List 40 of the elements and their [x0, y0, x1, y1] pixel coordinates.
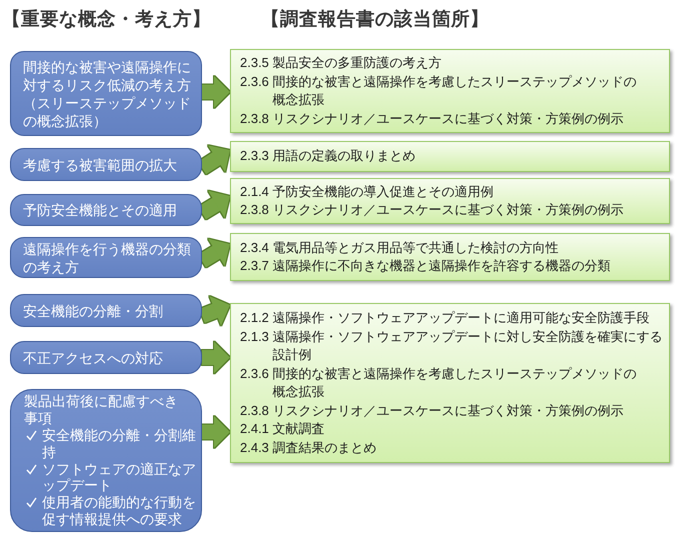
concept-box — [10, 389, 202, 532]
section-reference: 2.3.8 リスクシナリオ／ユースケースに基づく対策・方策例の例示 — [240, 201, 625, 219]
section-reference: 2.3.5 製品安全の多重防護の考え方 — [240, 54, 443, 72]
concept-box — [10, 51, 202, 136]
concept-text: 遠隔操作を行う機器の分類の考え方 — [23, 240, 192, 276]
list-item-text: 安全機能の分離・分割維持 — [42, 426, 197, 460]
concept-text: 間接的な被害や遠隔操作に対するリスク低減の考え方（スリーステップメソッドの概念拡張） — [23, 58, 192, 130]
section-reference: 2.4.3 調査結果のまとめ — [240, 438, 378, 456]
section-reference: 2.3.4 電気用品等とガス用品等で共通した検討の方向性 — [240, 238, 560, 256]
block-arrow — [202, 76, 230, 108]
section-reference: 2.3.8 リスクシナリオ／ユースケースに基づく対策・方策例の例示 — [240, 402, 625, 420]
section-reference: 2.3.3 用語の定義の取りまとめ — [240, 147, 417, 166]
concept-box — [10, 341, 202, 374]
section-reference: 2.3.6 間接的な被害と遠隔操作を考慮したスリーステップメソッドの概念拡張 — [240, 364, 638, 401]
section-reference: 2.1.3 遠隔操作・ソフトウェアアップデートに対し安全防護を確実にする設計例 — [240, 328, 664, 364]
concept-box — [10, 237, 202, 278]
section-reference: 2.3.7 遠隔操作に不向きな機器と遠隔操作を許容する機器の分類 — [240, 257, 612, 275]
block-arrow — [202, 416, 230, 448]
section-reference: 2.3.6 間接的な被害と遠隔操作を考慮したスリーステップメソッドの概念拡張 — [240, 72, 638, 109]
list-heading: 製品出荷後に配慮すべき事項 — [24, 393, 179, 427]
concept-text: 不正アクセスへの対応 — [23, 348, 164, 366]
reference-box — [230, 49, 670, 133]
section-reference: 2.4.1 文献調査 — [240, 420, 326, 438]
reference-box — [230, 303, 670, 463]
concept-text: 安全機能の分離・分割 — [23, 302, 164, 320]
concept-box — [10, 194, 202, 226]
reference-box — [230, 141, 670, 172]
list-item-text: ソフトウェアの適正なアップデート — [42, 460, 197, 494]
reference-box — [230, 233, 670, 281]
list-item-text: 使用者の能動的な行動を促す情報提供への要求 — [42, 494, 197, 528]
column-heading: 【重要な概念・考え方】 — [2, 8, 211, 30]
section-reference: 2.1.2 遠隔操作・ソフトウェアアップデートに適用可能な安全防護手段 — [240, 309, 651, 327]
concept-box — [10, 294, 202, 327]
concept-text: 考慮する被害範囲の拡大 — [23, 156, 178, 174]
section-reference: 2.3.8 リスクシナリオ／ユースケースに基づく対策・方策例の例示 — [240, 110, 625, 128]
concept-text: 予防安全機能とその適用 — [23, 201, 178, 219]
section-reference: 2.1.4 予防安全機能の導入促進とその適用例 — [240, 182, 495, 200]
column-heading: 【調査報告書の該当箇所】 — [261, 8, 489, 30]
reference-box — [230, 178, 670, 224]
concept-box — [10, 148, 202, 181]
